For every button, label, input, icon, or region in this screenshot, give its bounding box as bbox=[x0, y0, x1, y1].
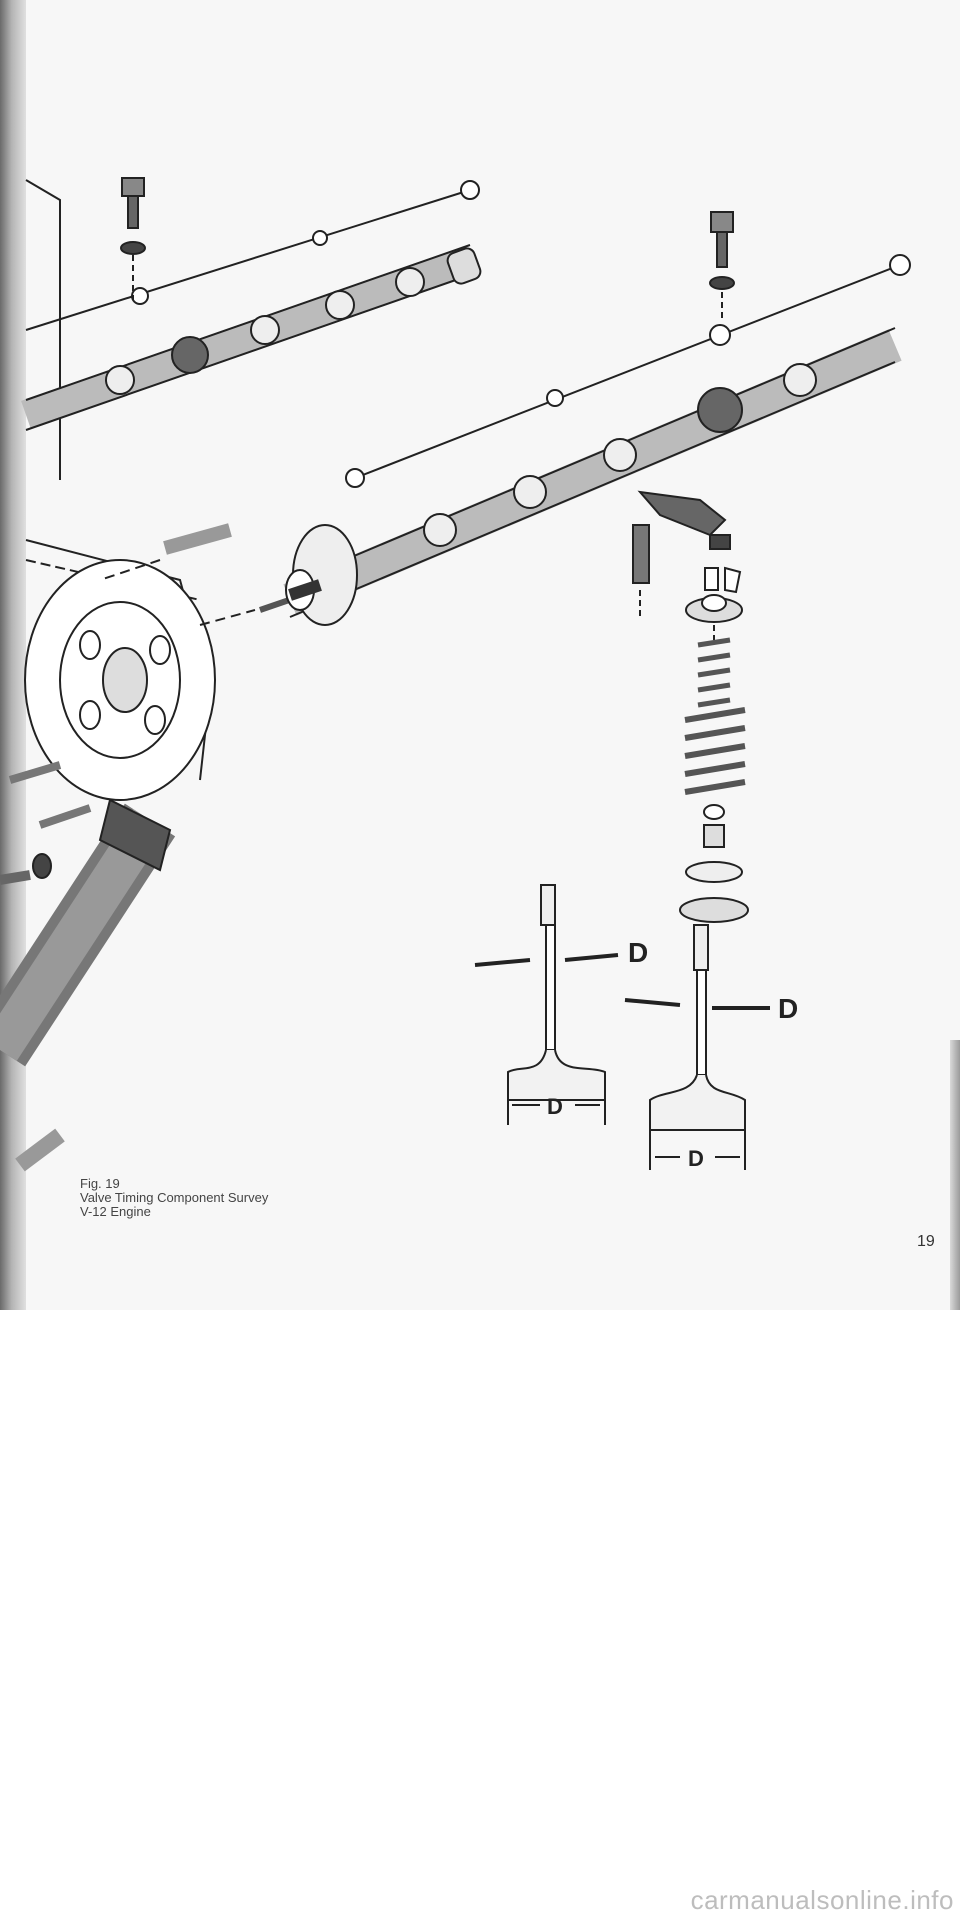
sprocket-bolts bbox=[0, 761, 92, 885]
caption-line-3: V-12 Engine bbox=[80, 1204, 151, 1219]
valve-right bbox=[649, 924, 746, 1170]
rocker-arm bbox=[632, 490, 731, 620]
camshaft-sprocket bbox=[24, 559, 216, 801]
timing-belt bbox=[0, 798, 176, 1172]
valve-assembly bbox=[679, 566, 749, 923]
dimension-label-head-right: D bbox=[688, 1146, 704, 1171]
page-edge-shadow bbox=[950, 1040, 960, 1310]
manual-page: D D D D Fig. 19 Valve Timing Component S… bbox=[0, 0, 960, 1310]
dimension-label-head-left: D bbox=[547, 1094, 563, 1119]
dimension-arrows bbox=[474, 953, 770, 1010]
inner-valve-spring bbox=[697, 637, 731, 708]
camshaft-left bbox=[21, 244, 482, 431]
figure-caption: Fig. 19 Valve Timing Component Survey V-… bbox=[80, 1177, 268, 1219]
caption-line-2: Valve Timing Component Survey bbox=[80, 1190, 269, 1205]
page-number: 19 bbox=[917, 1233, 935, 1250]
bolt-right bbox=[709, 211, 735, 320]
dimension-label-stem-right: D bbox=[778, 993, 798, 1024]
oil-tube-right bbox=[345, 254, 911, 488]
watermark: carmanualsonline.info bbox=[690, 1885, 954, 1915]
binding-shadow bbox=[0, 0, 26, 1310]
valve-left bbox=[507, 884, 606, 1125]
valve-timing-illustration: D D D D bbox=[0, 177, 911, 1172]
oil-tube-left bbox=[25, 180, 480, 331]
caption-line-1: Fig. 19 bbox=[80, 1176, 120, 1191]
dimension-label-stem-left: D bbox=[628, 937, 648, 968]
bolt-left bbox=[120, 177, 146, 300]
outer-valve-spring bbox=[684, 707, 746, 795]
camshaft-right bbox=[283, 327, 902, 626]
